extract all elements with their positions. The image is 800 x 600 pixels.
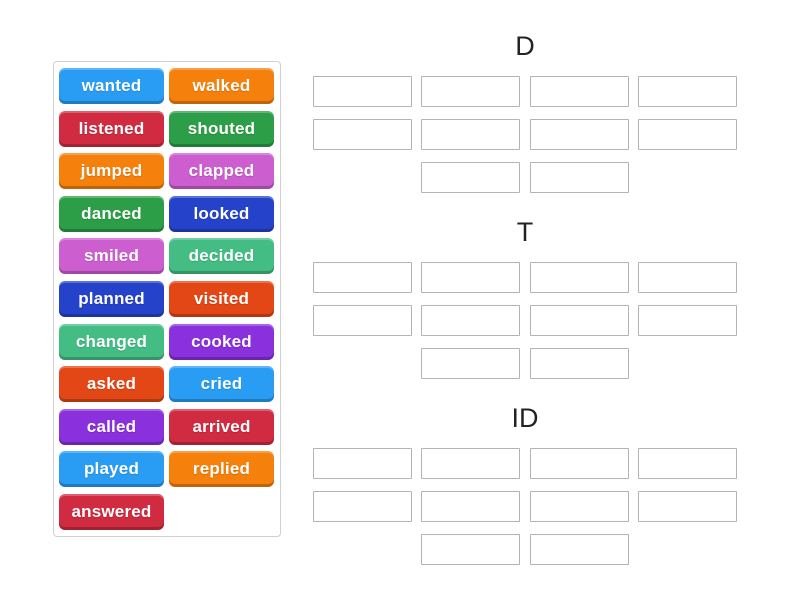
drop-slot[interactable] xyxy=(421,76,521,107)
slot-row xyxy=(312,491,738,522)
slot-row xyxy=(312,448,738,479)
drop-slot[interactable] xyxy=(421,262,521,293)
drop-slot[interactable] xyxy=(529,491,629,522)
slot-row xyxy=(312,162,738,193)
drop-slot[interactable] xyxy=(421,534,521,565)
drop-slot[interactable] xyxy=(529,348,629,379)
word-tile[interactable]: changed xyxy=(59,323,164,360)
group-title: T xyxy=(516,217,534,247)
group-title: ID xyxy=(511,403,539,433)
word-tile[interactable]: danced xyxy=(59,195,164,232)
word-tile[interactable]: shouted xyxy=(169,110,274,147)
word-tile[interactable]: called xyxy=(59,408,164,445)
word-tile[interactable]: cooked xyxy=(169,323,274,360)
drop-slot[interactable] xyxy=(529,119,629,150)
word-tile[interactable]: asked xyxy=(59,366,164,403)
word-tile[interactable]: answered xyxy=(59,493,164,530)
word-tile[interactable]: decided xyxy=(169,238,274,275)
drop-slot[interactable] xyxy=(638,448,738,479)
drop-slot[interactable] xyxy=(312,262,412,293)
drop-slot[interactable] xyxy=(638,76,738,107)
groups-area: D T ID xyxy=(312,30,738,588)
word-tile[interactable]: smiled xyxy=(59,238,164,275)
group-title: D xyxy=(515,31,535,61)
word-tile[interactable]: arrived xyxy=(169,408,274,445)
word-tile[interactable]: jumped xyxy=(59,153,164,190)
drop-slot[interactable] xyxy=(421,348,521,379)
drop-slot[interactable] xyxy=(312,305,412,336)
word-tile[interactable]: looked xyxy=(169,195,274,232)
drop-slot[interactable] xyxy=(529,76,629,107)
drop-slot[interactable] xyxy=(529,448,629,479)
drop-slot[interactable] xyxy=(312,448,412,479)
drop-slot[interactable] xyxy=(529,534,629,565)
drop-slot[interactable] xyxy=(421,119,521,150)
drop-slot[interactable] xyxy=(421,448,521,479)
word-tile[interactable]: visited xyxy=(169,280,274,317)
slot-row xyxy=(312,305,738,336)
drop-slot[interactable] xyxy=(638,305,738,336)
drop-slot[interactable] xyxy=(638,262,738,293)
drop-slot[interactable] xyxy=(312,119,412,150)
slot-row xyxy=(312,76,738,107)
group-t: T xyxy=(312,216,738,379)
word-tile[interactable]: planned xyxy=(59,280,164,317)
drop-slot[interactable] xyxy=(638,119,738,150)
word-tile[interactable]: clapped xyxy=(169,153,274,190)
drop-slot[interactable] xyxy=(529,305,629,336)
drop-slot[interactable] xyxy=(312,76,412,107)
word-tile[interactable]: walked xyxy=(169,68,274,104)
drop-slot[interactable] xyxy=(421,491,521,522)
slot-row xyxy=(312,534,738,565)
drop-slot[interactable] xyxy=(421,305,521,336)
drop-slot[interactable] xyxy=(529,162,629,193)
group-id: ID xyxy=(312,402,738,565)
drop-slot[interactable] xyxy=(421,162,521,193)
word-tile[interactable]: cried xyxy=(169,366,274,403)
slot-row xyxy=(312,262,738,293)
group-d: D xyxy=(312,30,738,193)
word-tile[interactable]: played xyxy=(59,451,164,488)
word-tile[interactable]: wanted xyxy=(59,68,164,104)
word-tile[interactable]: listened xyxy=(59,110,164,147)
drop-slot[interactable] xyxy=(638,491,738,522)
slot-row xyxy=(312,119,738,150)
drop-slot[interactable] xyxy=(312,491,412,522)
word-tile[interactable]: replied xyxy=(169,451,274,488)
slot-row xyxy=(312,348,738,379)
drop-slot[interactable] xyxy=(529,262,629,293)
